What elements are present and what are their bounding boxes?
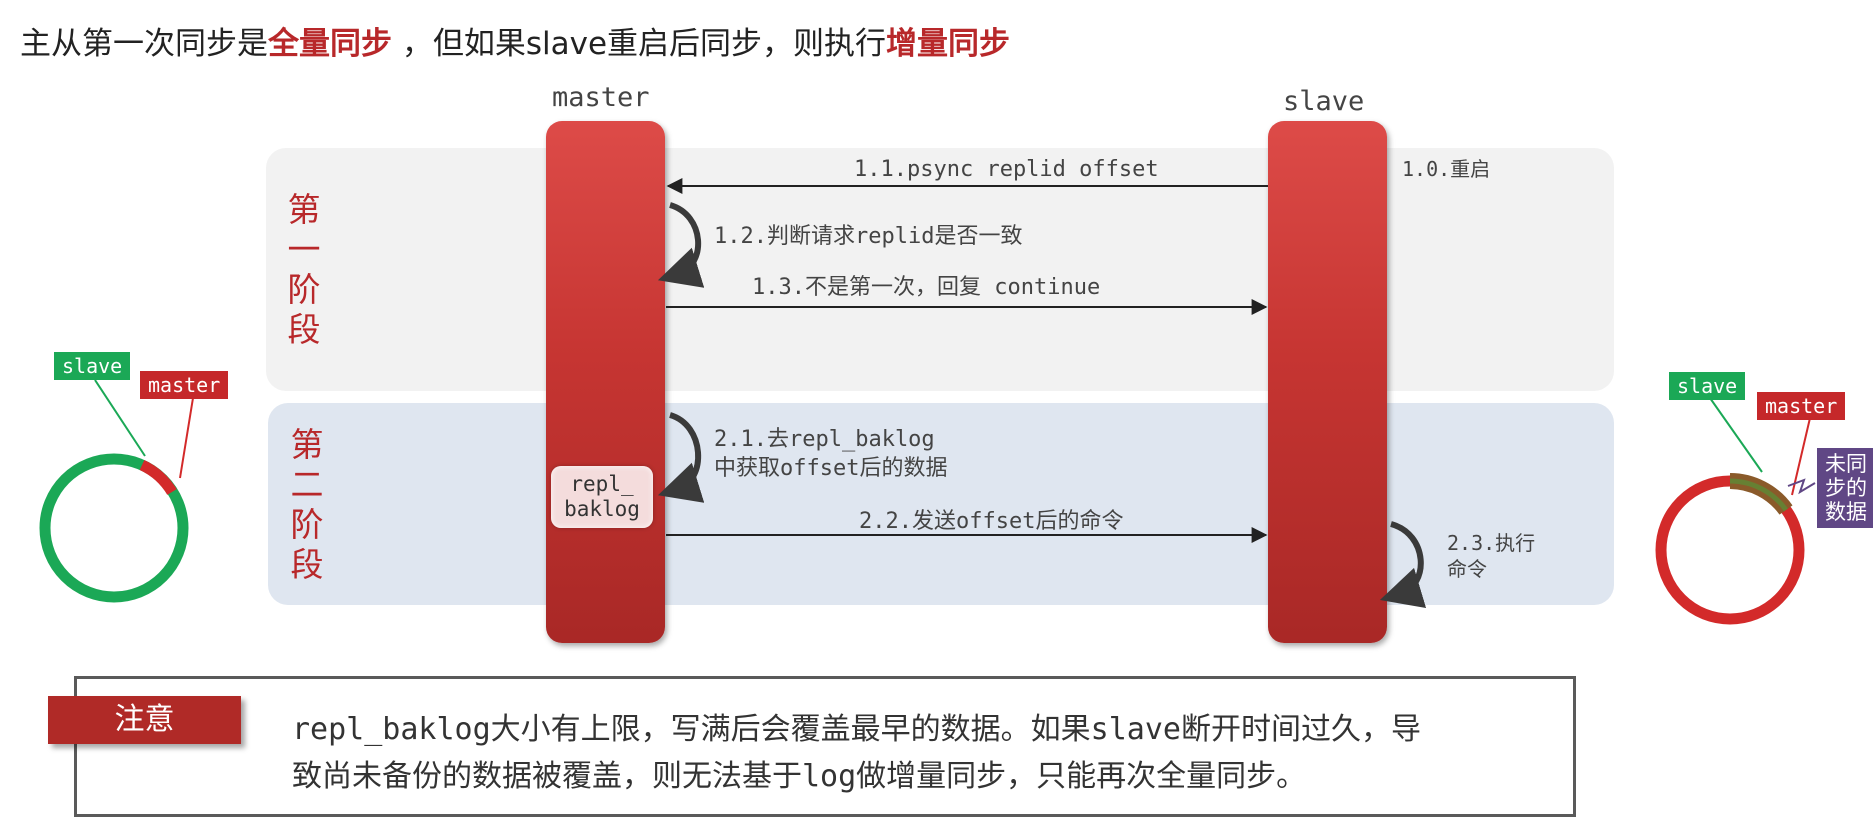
left-slave-tag: slave bbox=[54, 352, 131, 380]
stage-1-label: 第 一 阶 段 bbox=[284, 190, 324, 350]
message-2-3-line-1: 2.3.执行 bbox=[1447, 531, 1536, 555]
left-ring-master-segment bbox=[139, 460, 177, 496]
message-1-0: 1.0.重启 bbox=[1402, 157, 1491, 181]
note-text-line-2: 致尚未备份的数据被覆盖，则无法基于log做增量同步，只能再次全量同步。 bbox=[292, 759, 1307, 794]
note-text: repl_baklog大小有上限，写满后会覆盖最早的数据。如果slave断开时间… bbox=[292, 706, 1562, 800]
stage-2-char: 二 bbox=[290, 465, 324, 504]
right-note-bracket bbox=[1787, 478, 1816, 495]
message-2-1: 2.1.去repl_baklog 中获取offset后的数据 bbox=[714, 425, 947, 483]
title-text-2: ，但如果slave重启后同步，则执行 bbox=[392, 26, 887, 62]
page-title: 主从第一次同步是全量同步 ，但如果slave重启后同步，则执行增量同步 bbox=[20, 18, 1010, 63]
slave-lifeline-bar bbox=[1268, 121, 1387, 643]
message-2-3: 2.3.执行 命令 bbox=[1447, 530, 1535, 582]
stage-2-char: 段 bbox=[290, 545, 324, 584]
right-slave-pointer bbox=[1709, 397, 1763, 473]
message-2-1-line-1: 2.1.去repl_baklog bbox=[714, 427, 935, 452]
right-ring-unsynced-highlight bbox=[1729, 478, 1789, 512]
message-2-1-line-2: 中获取offset后的数据 bbox=[714, 456, 948, 481]
left-master-tag: master bbox=[140, 371, 229, 399]
title-highlight-full-sync: 全量同步 bbox=[268, 26, 392, 62]
message-2-3-line-2: 命令 bbox=[1447, 557, 1487, 581]
note-box bbox=[74, 676, 1576, 817]
message-1-1: 1.1.psync replid offset bbox=[854, 157, 1159, 182]
note-text-line-1: repl_baklog大小有上限，写满后会覆盖最早的数据。如果slave断开时间… bbox=[292, 712, 1421, 747]
left-slave-pointer bbox=[94, 379, 146, 457]
curved-arrow-2-3 bbox=[1379, 521, 1427, 609]
repl-baklog-box: repl_ baklog bbox=[551, 466, 653, 528]
curved-arrow-1-2 bbox=[657, 202, 705, 288]
stage-2-char: 阶 bbox=[290, 505, 324, 544]
stage-2-char: 第 bbox=[290, 425, 324, 464]
slave-lifeline-title: slave bbox=[1283, 86, 1365, 117]
stage-1-char: 一 bbox=[287, 230, 321, 269]
right-master-tag: master bbox=[1757, 392, 1846, 420]
unsynced-note-line: 未同 bbox=[1825, 452, 1867, 476]
unsynced-note-line: 步的 bbox=[1825, 476, 1867, 500]
title-text-1: 主从第一次同步是 bbox=[20, 26, 268, 62]
message-1-2: 1.2.判断请求replid是否一致 bbox=[714, 224, 1023, 249]
unsynced-data-note: 未同 步的 数据 bbox=[1817, 448, 1873, 528]
note-label: 注意 bbox=[48, 696, 241, 744]
stage-1-char: 阶 bbox=[287, 270, 321, 309]
right-slave-tag: slave bbox=[1669, 372, 1746, 400]
left-ring bbox=[39, 453, 189, 603]
title-highlight-incremental-sync: 增量同步 bbox=[886, 26, 1011, 62]
right-master-pointer bbox=[1791, 417, 1811, 496]
message-2-2: 2.2.发送offset后的命令 bbox=[859, 509, 1124, 534]
stage-2-label: 第 二 阶 段 bbox=[287, 425, 327, 585]
master-lifeline-bar bbox=[546, 121, 665, 643]
stage-1-panel bbox=[266, 148, 1614, 391]
unsynced-note-line: 数据 bbox=[1825, 500, 1867, 524]
baklog-line-2: baklog bbox=[564, 497, 640, 521]
curved-arrow-2-1 bbox=[657, 412, 705, 503]
stage-1-char: 第 bbox=[287, 190, 321, 229]
message-1-3: 1.3.不是第一次，回复 continue bbox=[752, 275, 1101, 300]
stage-1-char: 段 bbox=[287, 310, 321, 349]
left-master-pointer bbox=[179, 397, 194, 479]
baklog-line-1: repl_ bbox=[570, 472, 634, 496]
master-lifeline-title: master bbox=[552, 82, 650, 113]
